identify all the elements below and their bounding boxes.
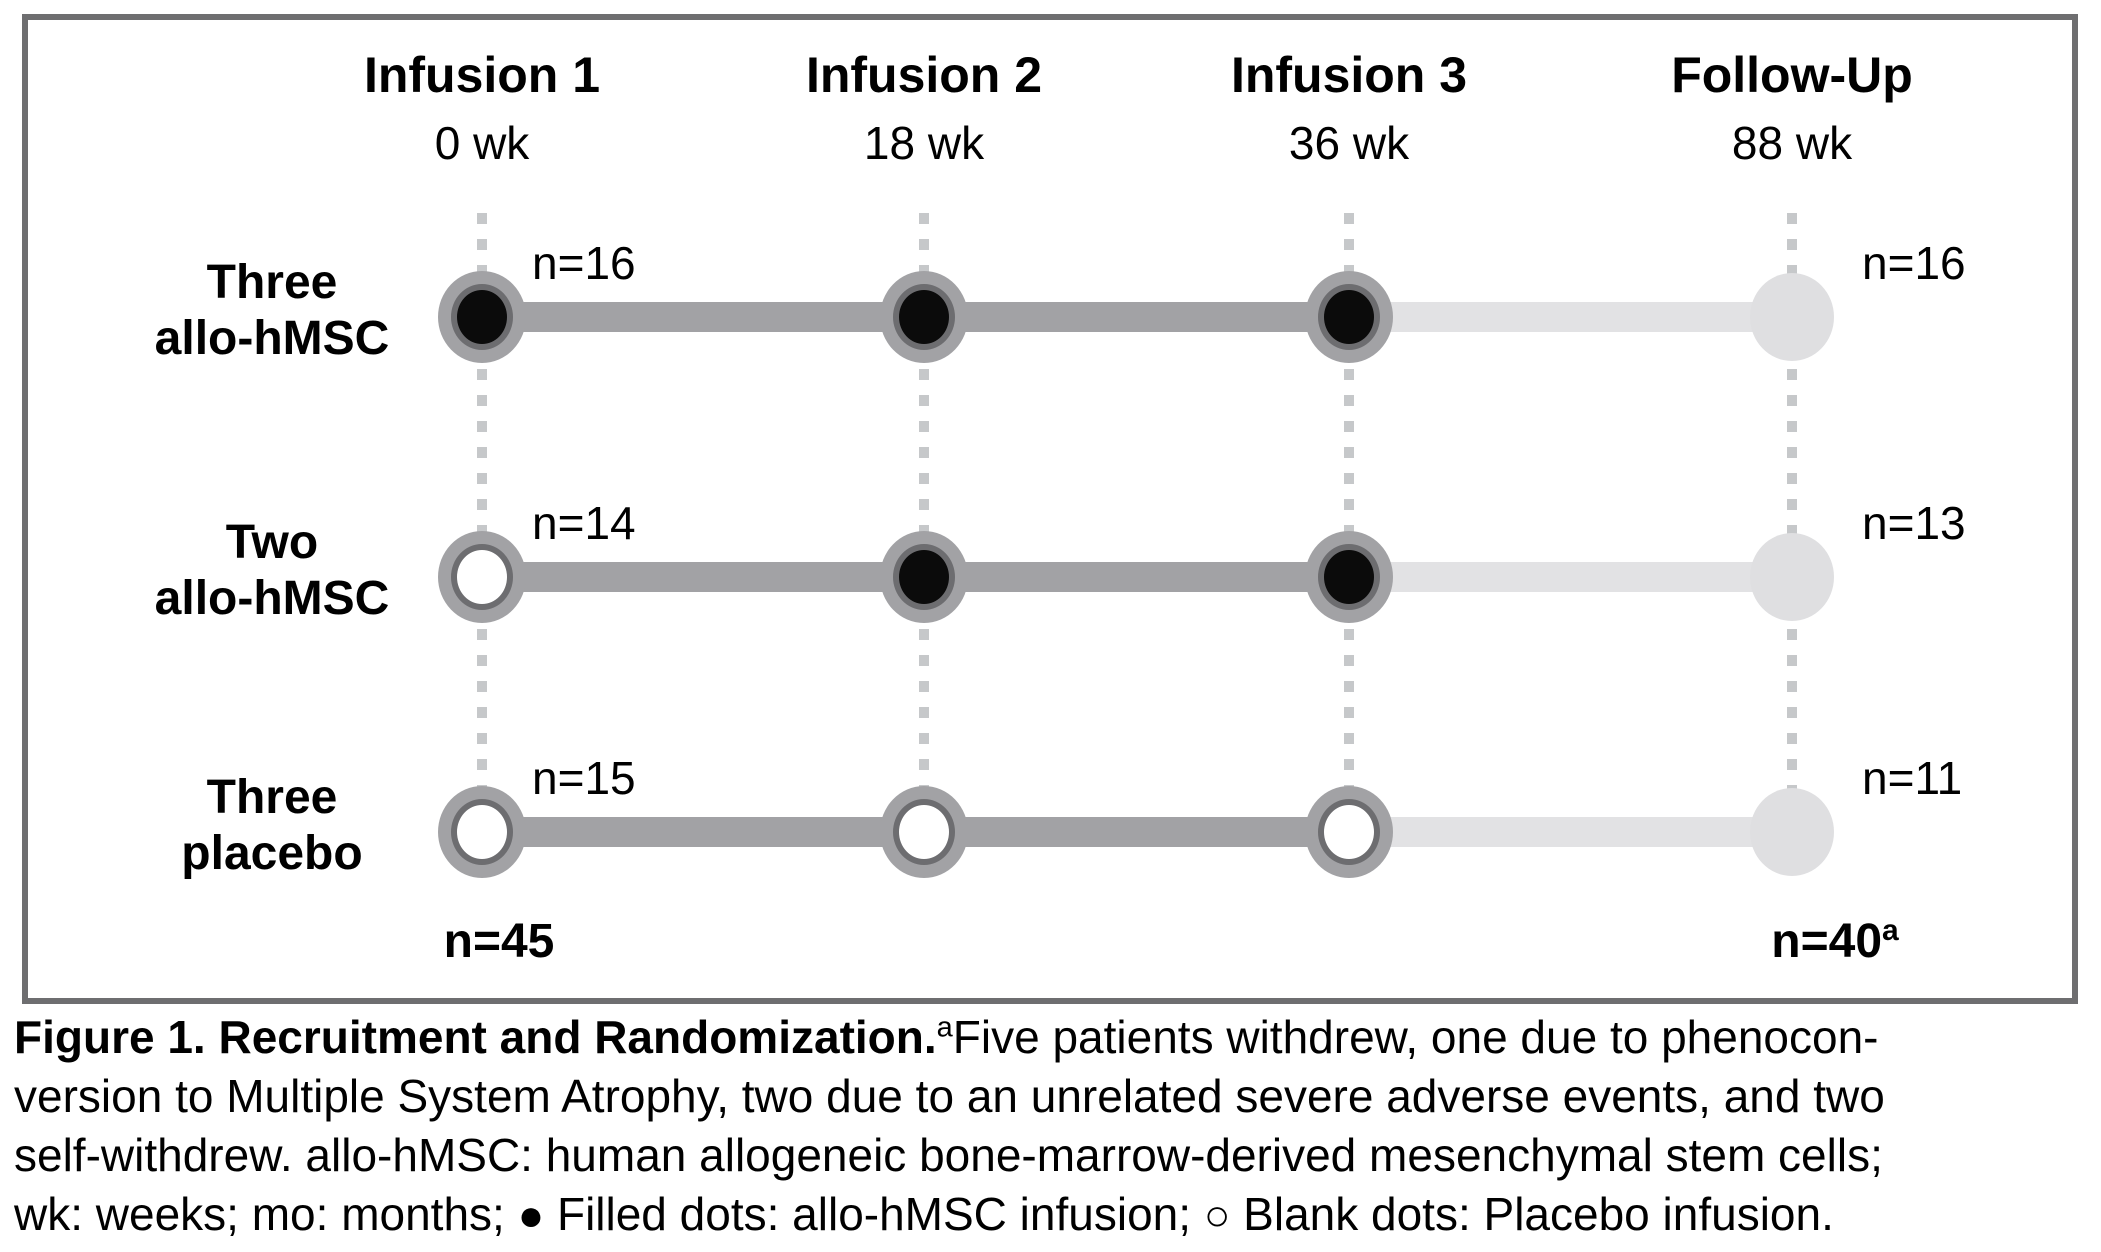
column-timepoint: 36 wk	[1288, 117, 1410, 169]
total-completed: n=40a	[1705, 916, 1965, 968]
infusion-dot-core	[893, 544, 955, 610]
total-enrolled-value: n=45	[443, 915, 555, 968]
total-enrolled: n=45	[369, 916, 629, 968]
n-label-end: n=13	[1862, 497, 1966, 549]
footnote-marker: a	[936, 1011, 953, 1044]
followup-line	[1349, 562, 1792, 592]
column-header-infusion-2: Infusion 2 18 wk	[724, 46, 1124, 168]
arm-label-line2: placebo	[181, 827, 363, 880]
column-title: Infusion 2	[805, 47, 1043, 103]
followup-line	[1349, 817, 1792, 847]
infusion-dot-core	[893, 799, 955, 865]
footnote-marker: a	[1882, 914, 1899, 947]
blank-dot-icon: ○	[1203, 1191, 1231, 1240]
arm-label: Three placebo	[76, 770, 468, 882]
arm-label-line1: Two	[225, 516, 319, 569]
caption-line-2: version to Multiple System Atrophy, two …	[14, 1070, 1885, 1122]
column-header-follow-up: Follow-Up 88 wk	[1592, 46, 1992, 168]
total-completed-value: n=40	[1771, 915, 1883, 968]
arm-label: Two allo-hMSC	[76, 515, 468, 627]
followup-dot	[1750, 273, 1834, 361]
infusion-dot	[880, 531, 968, 623]
caption-line-1: Figure 1. Recruitment and Randomization.…	[14, 1008, 2094, 1067]
caption-line-3: self-withdrew. allo-hMSC: human allogene…	[14, 1129, 1883, 1181]
figure-caption: Figure 1. Recruitment and Randomization.…	[14, 1008, 2094, 1245]
n-label-end: n=11	[1862, 752, 1963, 804]
column-title: Infusion 3	[1230, 47, 1468, 103]
infusion-dot-core	[1318, 544, 1380, 610]
arm-label-line2: allo-hMSC	[154, 312, 390, 365]
column-header-infusion-3: Infusion 3 36 wk	[1149, 46, 1549, 168]
arm-label-line1: Three	[206, 771, 338, 824]
arm-label-line1: Three	[206, 256, 338, 309]
infusion-dot	[1305, 271, 1393, 363]
column-timepoint: 88 wk	[1731, 117, 1853, 169]
infusion-dot-core	[451, 284, 513, 350]
caption-title: Figure 1. Recruitment and Randomization.	[14, 1011, 937, 1063]
n-label-start: n=14	[532, 497, 636, 549]
caption-text: Blank dots: Placebo infusion.	[1230, 1188, 1834, 1240]
infusion-dot	[880, 786, 968, 878]
infusion-dot	[1305, 786, 1393, 878]
arm-label: Three allo-hMSC	[76, 255, 468, 367]
infusion-dot	[1305, 531, 1393, 623]
followup-dot	[1750, 533, 1834, 621]
infusion-dot-core	[451, 544, 513, 610]
n-label-end: n=16	[1862, 237, 1966, 289]
infusion-dot-core	[1318, 799, 1380, 865]
infusion-dot-core	[1318, 284, 1380, 350]
infusion-dot	[438, 531, 526, 623]
arm-label-line2: allo-hMSC	[154, 572, 390, 625]
n-label-start: n=15	[532, 752, 636, 804]
column-timepoint: 0 wk	[434, 117, 530, 169]
caption-text: Filled dots: allo-hMSC infusion;	[544, 1188, 1204, 1240]
column-title: Follow-Up	[1671, 47, 1913, 103]
followup-dot	[1750, 788, 1834, 876]
infusion-dot-core	[451, 799, 513, 865]
infusion-dot	[438, 786, 526, 878]
filled-dot-icon: ●	[517, 1191, 545, 1240]
infusion-dot	[880, 271, 968, 363]
caption-line-4: wk: weeks; mo: months; ● Filled dots: al…	[14, 1185, 2094, 1245]
followup-line	[1349, 302, 1792, 332]
infusion-dot-core	[893, 284, 955, 350]
n-label-start: n=16	[532, 237, 636, 289]
caption-text: Five patients withdrew, one due to pheno…	[952, 1011, 1879, 1063]
caption-text: wk: weeks; mo: months;	[14, 1188, 518, 1240]
column-timepoint: 18 wk	[863, 117, 985, 169]
infusion-dot	[438, 271, 526, 363]
column-title: Infusion 1	[363, 47, 601, 103]
column-header-infusion-1: Infusion 1 0 wk	[282, 46, 682, 168]
